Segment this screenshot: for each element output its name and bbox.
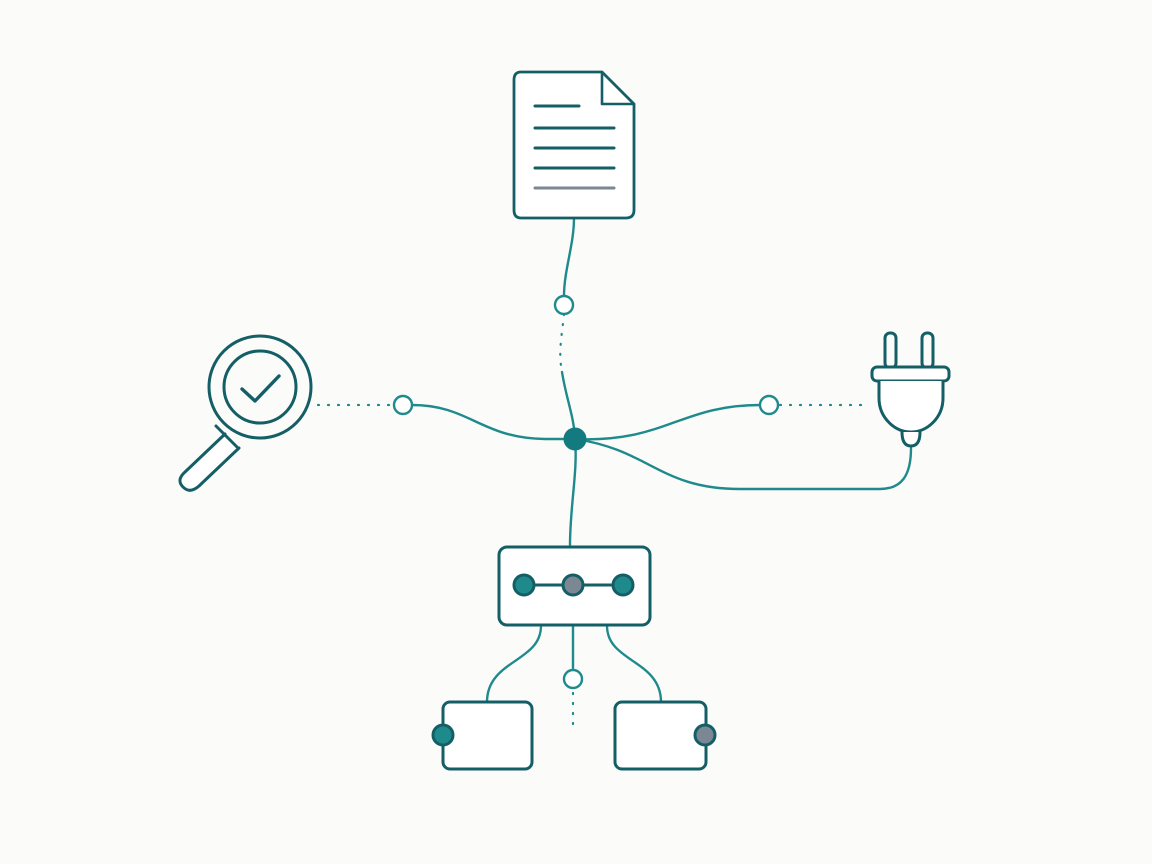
connection-ports <box>392 294 780 690</box>
left-output-connector <box>485 624 543 704</box>
magnifier-outer-ring <box>207 334 313 440</box>
left-output-box-icon <box>431 700 534 771</box>
connectors <box>316 216 913 730</box>
document-fold <box>600 70 636 106</box>
document-outline <box>512 70 636 220</box>
document-icon <box>512 70 636 220</box>
plug-port <box>758 394 780 416</box>
plug-right-prong <box>920 331 935 370</box>
right-output-box <box>613 700 708 771</box>
right-output-connector <box>605 624 663 704</box>
left-output-port <box>431 723 455 747</box>
inspect-port <box>392 394 414 416</box>
pipeline-box-icon <box>497 545 652 627</box>
pipeline-hub-connector <box>568 437 577 547</box>
pipeline-node-right <box>611 573 635 597</box>
plug-body <box>877 379 945 434</box>
pipeline-node-center <box>561 573 585 597</box>
inspect-hub-connector <box>410 403 577 441</box>
plug-hub-connector <box>573 403 762 441</box>
right-output-port <box>693 723 717 747</box>
right-output-box-icon <box>613 700 717 771</box>
magnifier-handle-collar <box>214 424 239 449</box>
plug-collar <box>870 365 951 383</box>
magnifier-inner-ring <box>222 349 298 425</box>
plug-left-prong <box>883 331 898 370</box>
document-connector <box>562 216 576 298</box>
document-dotted-connector <box>559 312 566 374</box>
check-mark-icon <box>240 374 281 403</box>
central-hub <box>563 427 587 451</box>
plug-cord-stub <box>900 430 922 448</box>
pipeline-node-left <box>512 573 536 597</box>
magnifier-handle <box>178 432 241 492</box>
document-port <box>553 294 575 316</box>
center-output-port <box>562 668 584 690</box>
left-output-box <box>441 700 534 771</box>
plug-lower-connector <box>573 437 913 491</box>
plug-icon <box>870 331 951 448</box>
magnifier-check-icon <box>178 334 313 492</box>
